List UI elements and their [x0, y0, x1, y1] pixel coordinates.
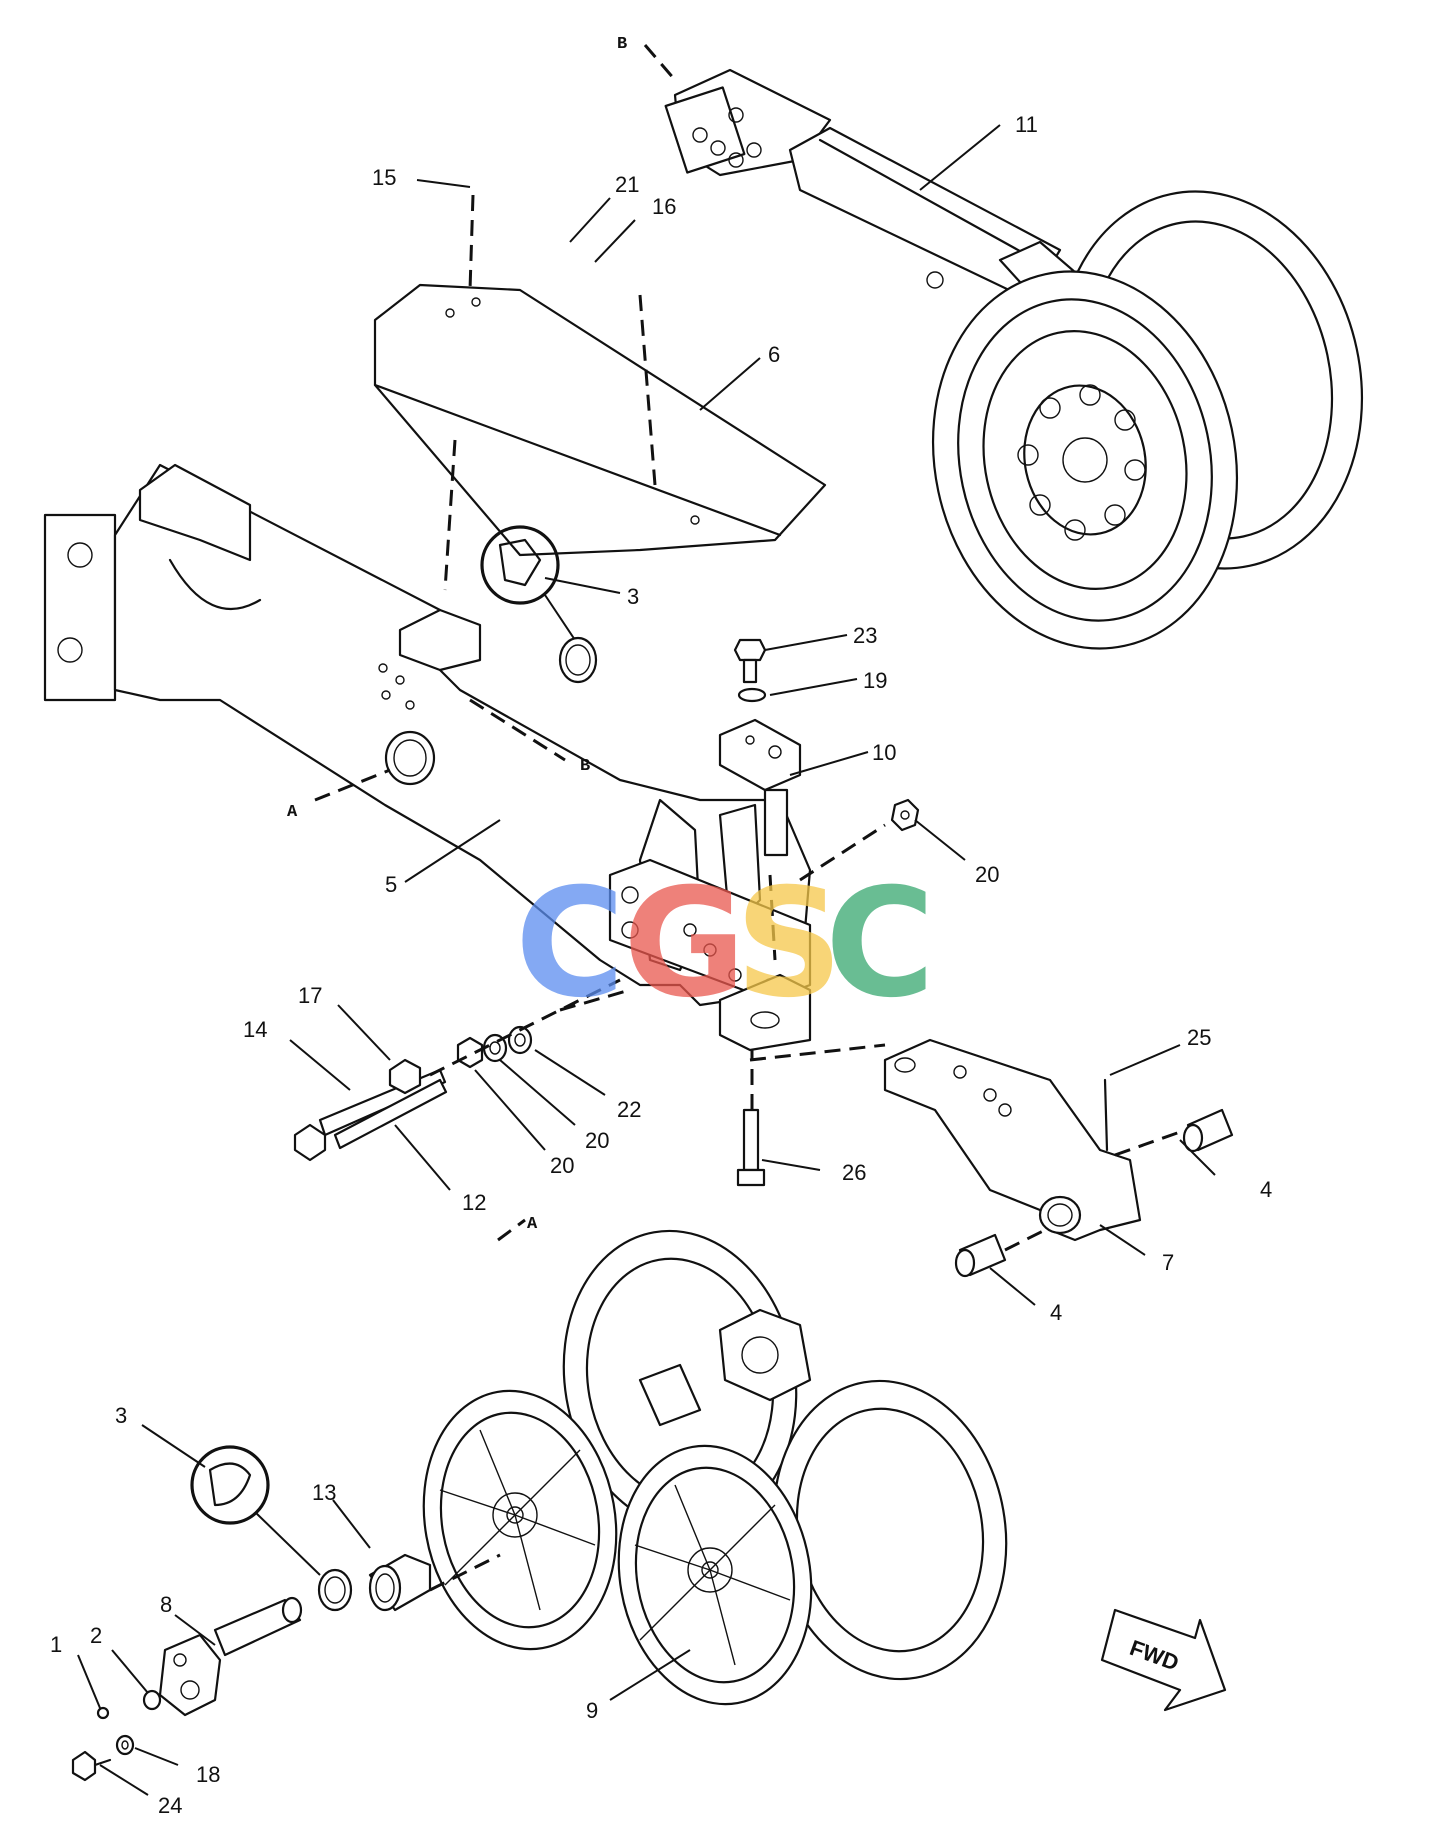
- part-1-pin: [96, 1706, 110, 1720]
- watermark: C G S C: [515, 857, 935, 1031]
- part-4-bushing-b: [954, 1233, 1007, 1278]
- callout-24: 24: [158, 1793, 182, 1818]
- forward-direction-arrow: FWD: [1100, 1608, 1227, 1712]
- part-17-nut: [388, 1058, 422, 1095]
- callout-7: 7: [1162, 1250, 1174, 1275]
- callout-22: 22: [617, 1097, 641, 1122]
- callout-26: 26: [842, 1160, 866, 1185]
- part-2-spacer: [142, 1689, 162, 1711]
- callout-9: 9: [586, 1698, 598, 1723]
- callout-15: 15: [372, 165, 396, 190]
- watermark-letter-2: G: [623, 857, 746, 1031]
- callout-13: 13: [312, 1480, 336, 1505]
- part-3-seal-upper: [480, 525, 598, 684]
- part-11-roller-shaft-assembly: [664, 68, 1364, 650]
- part-19-washer: [737, 687, 767, 703]
- part-8-shaft: [158, 1596, 303, 1717]
- part-13-sleeve: [368, 1553, 432, 1612]
- part-6-guard: [373, 283, 827, 557]
- part-23-bolt: [733, 638, 767, 684]
- callout-21: 21: [615, 172, 639, 197]
- watermark-letter-4: C: [825, 857, 935, 1031]
- ref-b-mid: B: [580, 757, 590, 776]
- callout-19: 19: [863, 668, 887, 693]
- callout-6: 6: [768, 342, 780, 367]
- part-22-washer: [507, 1025, 533, 1055]
- callout-3-lower: 3: [115, 1403, 127, 1428]
- callout-25: 25: [1187, 1025, 1211, 1050]
- callout-14: 14: [243, 1017, 267, 1042]
- callout-4-right: 4: [1260, 1177, 1272, 1202]
- callout-numbers: 15 21 16 11 6 3 23 19 10 20 5 17 14 25 2…: [50, 112, 1272, 1818]
- part-20-nut-upper: [890, 798, 920, 832]
- part-14-bolt: [293, 1068, 447, 1162]
- part-7-rocker-arm: [883, 1038, 1142, 1242]
- part-3-seal-lower: [190, 1445, 353, 1612]
- callout-10: 10: [872, 740, 896, 765]
- callout-5: 5: [385, 872, 397, 897]
- part-12-rod: [333, 1078, 448, 1150]
- part-4-bushing-a: [1182, 1108, 1234, 1153]
- callout-12: 12: [462, 1190, 486, 1215]
- watermark-letter-1: C: [515, 857, 625, 1031]
- ref-a-left: A: [287, 803, 298, 822]
- callout-23: 23: [853, 623, 877, 648]
- callout-1: 1: [50, 1632, 62, 1657]
- callout-11: 11: [1015, 112, 1038, 137]
- part-24-bolt: [71, 1750, 112, 1782]
- callout-20-upper: 20: [975, 862, 999, 887]
- assembly-centerlines: [314, 44, 1181, 1592]
- callout-18: 18: [196, 1762, 220, 1787]
- callout-8: 8: [160, 1592, 172, 1617]
- reference-letters: B B A A: [287, 35, 627, 1234]
- leader-lines: [77, 124, 1216, 1796]
- ref-a-low: A: [527, 1215, 538, 1234]
- ref-b-top: B: [617, 35, 627, 54]
- callout-16: 16: [652, 194, 676, 219]
- callout-17: 17: [298, 983, 322, 1008]
- callout-3-upper: 3: [627, 584, 639, 609]
- callout-2: 2: [90, 1623, 102, 1648]
- part-10-pin-plate: [718, 718, 802, 857]
- watermark-letter-3: S: [735, 857, 843, 1031]
- callout-20-mid: 20: [585, 1128, 609, 1153]
- part-5-main-frame: [43, 463, 812, 1052]
- callout-4-lower: 4: [1050, 1300, 1062, 1325]
- part-20-nut-lower-a: [456, 1036, 484, 1069]
- part-9-roller-wheels: [422, 1229, 1008, 1706]
- callout-20-low: 20: [550, 1153, 574, 1178]
- part-25-pin: [1103, 1078, 1109, 1152]
- part-18-washer: [115, 1734, 135, 1756]
- part-26-bolt: [736, 1108, 766, 1187]
